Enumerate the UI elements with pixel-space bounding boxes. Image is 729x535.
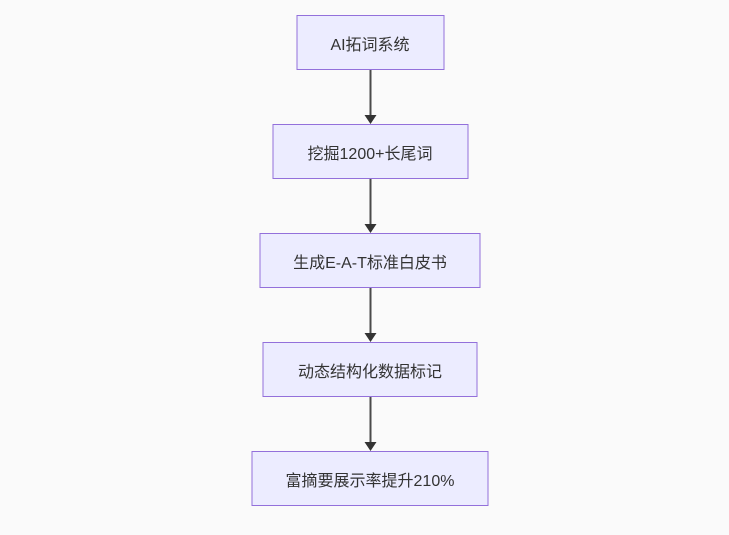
arrow-line (369, 288, 371, 334)
flow-node-label: AI拓词系统 (330, 36, 410, 54)
flow-arrow-3 (364, 288, 376, 342)
arrowhead-down-icon (364, 442, 376, 451)
flow-node-rich-snippet-result: 富摘要展示率提升210% (251, 451, 489, 506)
flow-node-structured-data-markup: 动态结构化数据标记 (262, 342, 478, 397)
flow-arrow-4 (364, 397, 376, 451)
flow-node-ai-word-system: AI拓词系统 (296, 15, 444, 70)
flow-arrow-2 (364, 179, 376, 233)
arrowhead-down-icon (364, 115, 376, 124)
flow-node-label: 富摘要展示率提升210% (285, 472, 455, 490)
flow-node-longtail-mining: 挖掘1200+长尾词 (272, 124, 468, 179)
flow-node-label: 生成E-A-T标准白皮书 (293, 254, 447, 272)
arrow-line (369, 179, 371, 225)
arrowhead-down-icon (364, 224, 376, 233)
flow-node-eat-whitepaper: 生成E-A-T标准白皮书 (259, 233, 481, 288)
flow-node-label: 动态结构化数据标记 (297, 363, 442, 381)
flow-arrow-1 (364, 70, 376, 124)
flowchart: AI拓词系统 挖掘1200+长尾词 生成E-A-T标准白皮书 动态结构化数据标记… (251, 15, 489, 506)
arrowhead-down-icon (364, 333, 376, 342)
arrow-line (369, 397, 371, 443)
flow-node-label: 挖掘1200+长尾词 (307, 145, 433, 163)
arrow-line (369, 70, 371, 116)
